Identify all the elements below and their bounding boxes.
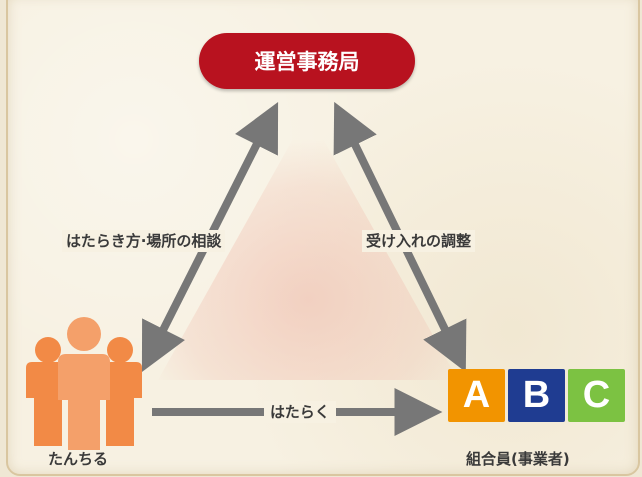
- member-box-b: B: [508, 369, 565, 422]
- members-label: 組合員(事業者): [466, 450, 570, 468]
- people-icon: [26, 317, 142, 450]
- member-box-b-letter: B: [522, 374, 551, 416]
- member-box-c-letter: C: [582, 374, 611, 416]
- label-work-consultation: はたらき方·場所の相談: [62, 230, 226, 252]
- member-box-c: C: [568, 369, 625, 422]
- office-node: 運営事務局: [199, 33, 415, 89]
- member-box-a: A: [448, 369, 505, 422]
- label-work: はたらく: [264, 401, 336, 423]
- person-center-icon: [58, 317, 110, 450]
- label-acceptance-coordination: 受け入れの調整: [362, 230, 476, 252]
- member-box-a-letter: A: [462, 374, 491, 416]
- tanchiru-label: たんちる: [48, 450, 109, 468]
